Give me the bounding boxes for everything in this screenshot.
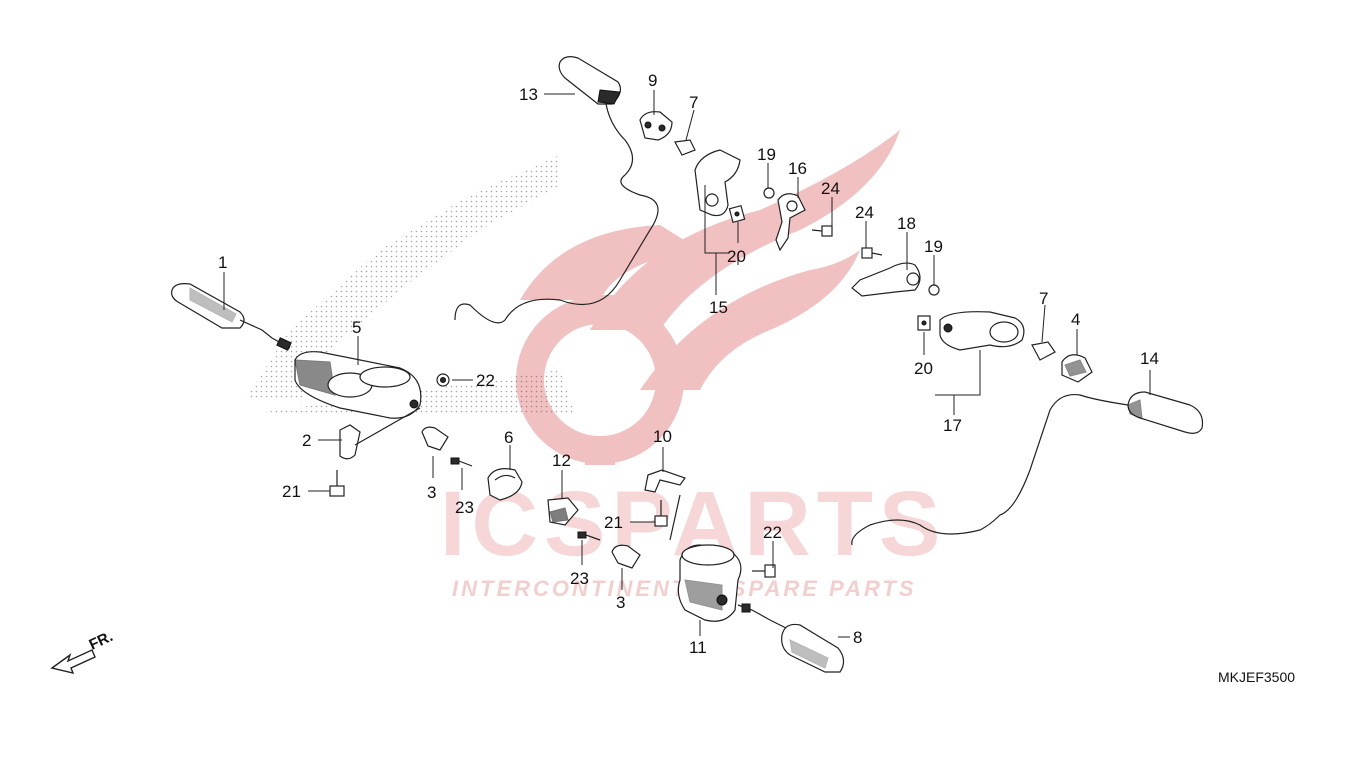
part-6-grommet — [487, 468, 523, 501]
callout-19-top: 19 — [757, 145, 776, 164]
part-1-winker-lens — [171, 283, 292, 351]
part-20-clipnut-top — [728, 204, 746, 224]
callout-10: 10 — [653, 427, 672, 446]
callout-13: 13 — [519, 85, 538, 104]
part-21-bolt-left — [329, 470, 345, 497]
callout-23-right: 23 — [570, 569, 589, 588]
part-24-bolt-right — [861, 247, 883, 259]
callout-11: 11 — [689, 638, 707, 657]
part-22-bolt-right — [752, 564, 776, 578]
part-5-socket-bracket — [294, 351, 422, 419]
callout-12: 12 — [552, 451, 571, 470]
callout-22-right: 22 — [763, 523, 782, 542]
callout-5: 5 — [352, 318, 361, 337]
callout-17: 17 — [943, 416, 962, 435]
callout-8: 8 — [853, 628, 862, 647]
part-15-bracket — [694, 149, 741, 217]
callout-3-left: 3 — [427, 483, 436, 502]
diagram-code: MKJEF3500 — [1218, 669, 1295, 685]
callout-16: 16 — [788, 159, 807, 178]
callout-21-left: 21 — [282, 482, 301, 501]
part-3-collar-left — [421, 426, 449, 451]
callout-6: 6 — [504, 428, 513, 447]
part-10-clamp — [644, 469, 686, 541]
callout-4: 4 — [1071, 310, 1080, 329]
part-21-bolt-right — [654, 500, 668, 527]
watermark-logo — [516, 130, 900, 465]
callout-24-top: 24 — [821, 179, 840, 198]
direction-label: FR. — [87, 628, 116, 654]
callout-18: 18 — [897, 214, 916, 233]
part-23-screw-left — [450, 457, 473, 467]
part-22-nut-left — [436, 373, 450, 387]
callout-14: 14 — [1140, 349, 1159, 368]
callout-22-left: 22 — [476, 371, 495, 390]
front-direction-arrow-icon: FR. — [50, 628, 116, 674]
part-19-nut-top — [763, 187, 775, 199]
part-24-bolt-top — [811, 225, 833, 237]
part-2-clip — [339, 407, 421, 460]
callout-23-left: 23 — [455, 498, 474, 517]
callout-21-right: 21 — [604, 513, 623, 532]
callout-7-top: 7 — [689, 93, 698, 112]
callout-19-right: 19 — [924, 237, 943, 256]
part-11-socket — [677, 544, 742, 622]
part-16-stay — [775, 193, 806, 252]
part-7-collar-right — [1031, 341, 1056, 361]
part-13-winker-lens — [454, 56, 659, 324]
callout-2: 2 — [302, 431, 311, 450]
part-12-grommet — [547, 497, 579, 526]
callout-20-top: 20 — [727, 247, 746, 266]
part-3-collar-right — [611, 544, 641, 569]
part-14-winker-lens — [851, 391, 1204, 546]
part-23-screw-right — [577, 531, 601, 541]
part-17-bracket — [939, 311, 1025, 351]
part-19-nut-right — [928, 284, 940, 296]
callout-7-right: 7 — [1039, 289, 1048, 308]
part-8-winker-lens — [737, 603, 845, 673]
part-7-collar-top — [674, 139, 696, 156]
leader-lines — [223, 90, 1151, 638]
part-4-grommet — [1061, 354, 1093, 383]
callout-24-right: 24 — [855, 203, 874, 222]
callout-20-right: 20 — [914, 359, 933, 378]
part-9-grommet — [639, 111, 673, 141]
callout-9: 9 — [648, 71, 657, 90]
callout-3-right: 3 — [616, 593, 625, 612]
callout-labels: 1 2 3 3 4 5 6 7 7 8 9 10 11 12 13 14 15 … — [218, 71, 1159, 657]
part-20-clipnut-right — [917, 315, 931, 331]
callout-1: 1 — [218, 253, 227, 272]
part-18-stay — [851, 262, 921, 297]
callout-15: 15 — [709, 298, 728, 317]
